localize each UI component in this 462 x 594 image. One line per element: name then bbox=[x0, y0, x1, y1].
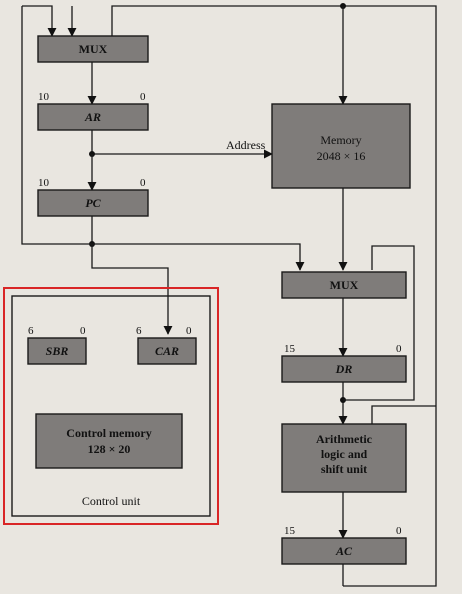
dr-bit-hi: 15 bbox=[284, 343, 296, 355]
wire-top-bus bbox=[111, 5, 343, 36]
wire-left-to-mux-top-2 bbox=[22, 5, 57, 37]
alu-line2: logic and bbox=[321, 447, 368, 461]
car-label: CAR bbox=[155, 344, 179, 358]
ac-bit-lo: 0 bbox=[396, 525, 402, 537]
control-unit-frame bbox=[11, 295, 211, 517]
pc-register: 10 0 PC bbox=[37, 177, 149, 217]
alu-block: Arithmetic logic and shift unit bbox=[281, 423, 407, 493]
pc-label: PC bbox=[85, 196, 101, 210]
mux-mid-block: MUX bbox=[281, 271, 407, 299]
ac-register: 15 0 AC bbox=[281, 525, 407, 565]
car-bit-hi: 6 bbox=[136, 325, 142, 337]
mux-top-block: MUX bbox=[37, 35, 149, 63]
dr-label: DR bbox=[335, 362, 353, 376]
wire-alu-right bbox=[371, 405, 436, 424]
memory-size: 2048 × 16 bbox=[317, 149, 366, 163]
wires bbox=[21, 3, 437, 587]
alu-line1: Arithmetic bbox=[316, 432, 373, 446]
memory-block: Memory 2048 × 16 bbox=[271, 103, 411, 189]
pc-bit-hi: 10 bbox=[38, 177, 50, 189]
wire-dr-feedback bbox=[371, 245, 415, 320]
control-unit: 6 0 SBR 6 0 CAR Control memory 128 × 20 … bbox=[3, 287, 219, 525]
sbr-label: SBR bbox=[46, 344, 69, 358]
dr-bit-lo: 0 bbox=[396, 343, 402, 355]
sbr-bit-lo: 0 bbox=[80, 325, 86, 337]
control-unit-highlight bbox=[3, 287, 219, 525]
ac-bit-hi: 15 bbox=[284, 525, 296, 537]
ar-label: AR bbox=[84, 110, 101, 124]
car-bit-lo: 0 bbox=[186, 325, 192, 337]
mux-top-label: MUX bbox=[79, 42, 108, 56]
ac-label: AC bbox=[335, 544, 353, 558]
wire-pc-to-mux-mid bbox=[92, 243, 305, 271]
alu-line3: shift unit bbox=[321, 462, 367, 476]
wire-dr-up bbox=[343, 320, 415, 401]
control-memory-box bbox=[35, 413, 183, 469]
wire-left-return bbox=[21, 6, 92, 245]
wire-to-car bbox=[91, 244, 173, 335]
sbr-box bbox=[27, 337, 87, 365]
control-memory-title: Control memory bbox=[66, 426, 151, 440]
car-box bbox=[137, 337, 197, 365]
pc-bit-lo: 0 bbox=[140, 177, 146, 189]
dr-register: 15 0 DR bbox=[281, 343, 407, 383]
memory-title: Memory bbox=[320, 133, 361, 147]
ar-register: 10 0 AR bbox=[37, 91, 149, 131]
control-unit-label: Control unit bbox=[82, 494, 141, 508]
sbr-bit-hi: 6 bbox=[28, 325, 34, 337]
control-memory-size: 128 × 20 bbox=[88, 442, 131, 456]
ar-bit-lo: 0 bbox=[140, 91, 146, 103]
mux-mid-label: MUX bbox=[330, 278, 359, 292]
wire-right-loop bbox=[343, 5, 437, 587]
ar-bit-hi: 10 bbox=[38, 91, 50, 103]
address-label: Address bbox=[226, 138, 266, 152]
